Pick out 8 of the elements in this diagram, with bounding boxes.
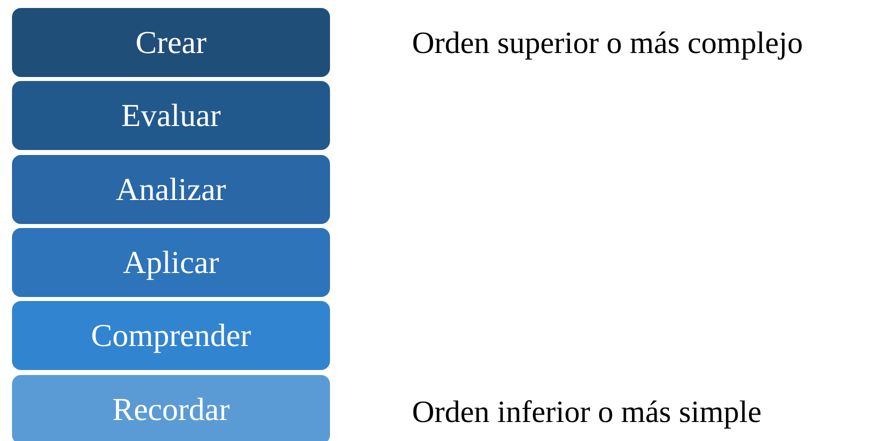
level-box: Comprender bbox=[12, 301, 330, 370]
scale-note: Orden superior o más complejo bbox=[412, 25, 803, 61]
level-box: Evaluar bbox=[12, 81, 330, 150]
level-box: Recordar bbox=[12, 375, 330, 441]
level-box: Aplicar bbox=[12, 228, 330, 297]
scale-note: Orden inferior o más simple bbox=[412, 394, 762, 430]
level-box: Crear bbox=[12, 8, 330, 77]
level-box: Analizar bbox=[12, 155, 330, 224]
